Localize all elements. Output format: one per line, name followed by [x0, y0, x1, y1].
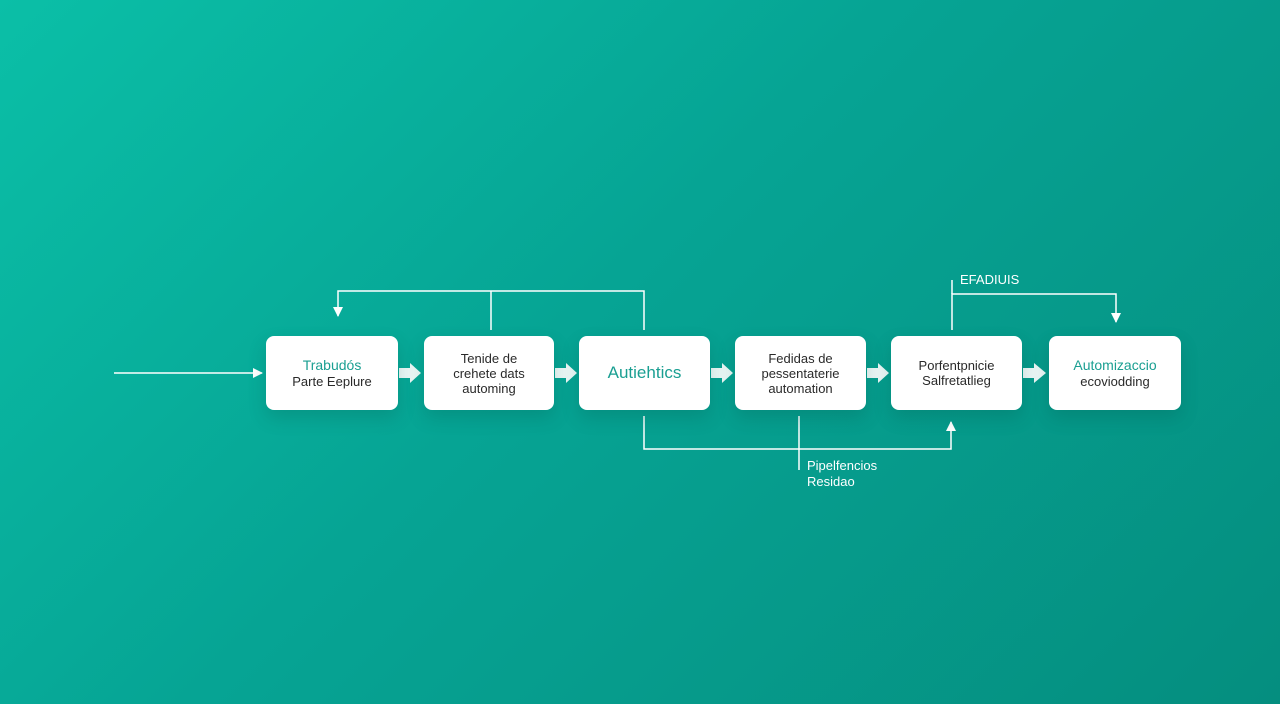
flow-arrow-2: [555, 363, 577, 383]
process-node-4: Fedidas de pessentaterie automation: [735, 336, 866, 410]
process-node-1: Trabudós Parte Eeplure: [266, 336, 398, 410]
node-4-line-1: Fedidas de: [768, 350, 833, 366]
node-2-line-3: automing: [462, 380, 516, 396]
node-1-title: Trabudós: [302, 357, 362, 373]
node-5-line-2: Salfretatlieg: [922, 373, 991, 388]
node-2-line-2: crehete dats: [453, 365, 525, 381]
process-node-3: Autiehtics: [579, 336, 710, 410]
top-right-label: EFADIUIS: [960, 272, 1020, 287]
node-3-title: Autiehtics: [607, 363, 682, 382]
node-4-line-2: pessentaterie: [761, 365, 840, 381]
bottom-label-line-2: Residao: [807, 474, 855, 489]
flow-arrow-5: [1023, 363, 1046, 383]
process-node-5: Porfentpnicie Salfretatlieg: [891, 336, 1022, 410]
process-node-2: Tenide de crehete dats automing: [424, 336, 554, 410]
flow-arrow-4: [867, 363, 889, 383]
flow-arrow-1: [399, 363, 421, 383]
node-2-line-1: Tenide de: [460, 350, 518, 366]
node-4-line-3: automation: [768, 380, 833, 396]
node-6-title: Automizaccio: [1073, 357, 1157, 373]
node-1-subtitle: Parte Eeplure: [292, 374, 372, 389]
connector-top-right: [951, 293, 1121, 330]
node-6-subtitle: ecoviodding: [1080, 374, 1150, 389]
connector-bottom: [643, 416, 956, 450]
node-5-line-1: Porfentpnicie: [918, 358, 995, 373]
bottom-label-line-1: Pipelfencios: [807, 458, 878, 473]
process-node-6: Automizaccio ecoviodding: [1049, 336, 1181, 410]
flow-arrow-3: [711, 363, 733, 383]
